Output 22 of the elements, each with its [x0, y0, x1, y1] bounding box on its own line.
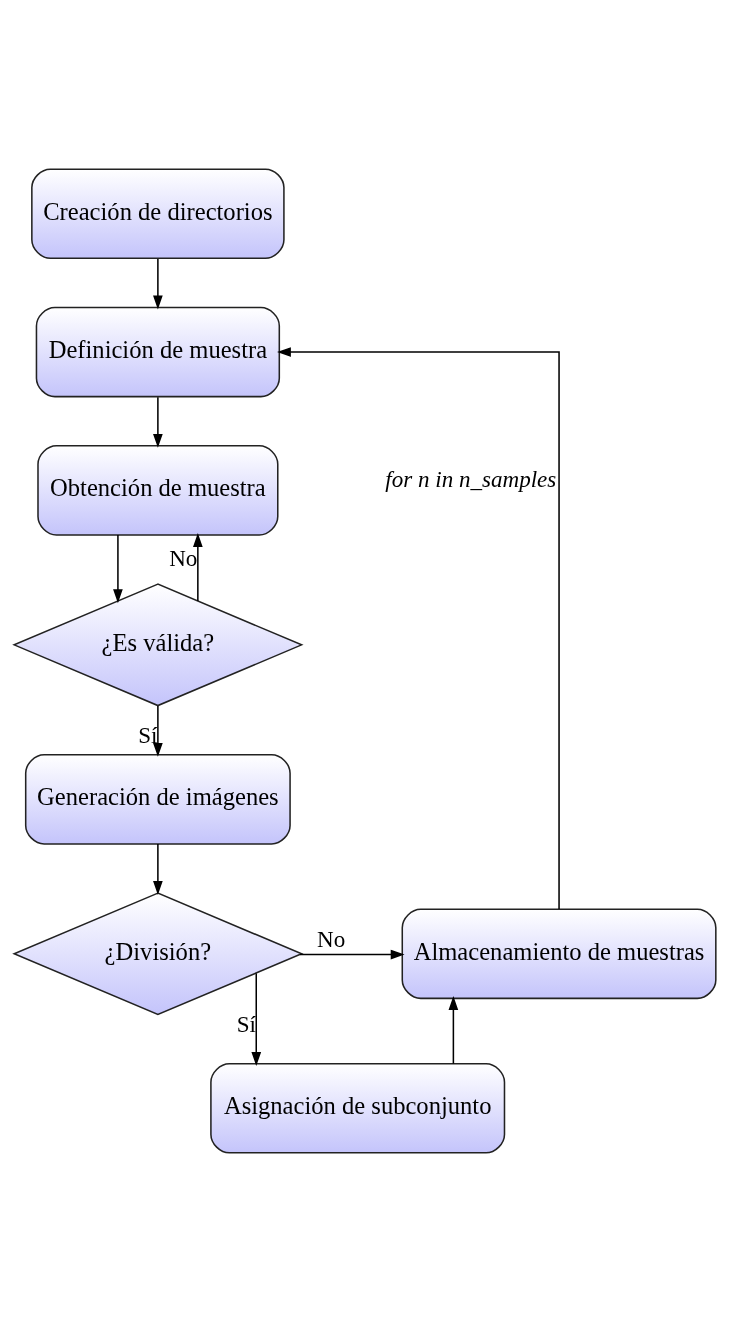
arrow — [153, 258, 163, 310]
arrow — [113, 534, 123, 604]
edge-label: No — [316, 925, 346, 952]
node-box: Obtención de muestra — [37, 445, 279, 536]
arrow — [153, 396, 163, 448]
arrow — [153, 843, 163, 895]
node-box: Asignación de subconjunto — [210, 1062, 506, 1154]
arrow — [153, 705, 163, 757]
node-box: Definición de muestra — [35, 306, 281, 398]
node-box: Generación de imágenes — [24, 754, 291, 845]
node-diamond: ¿Es válida? — [12, 583, 304, 707]
edge-label: for n in n_samples — [385, 465, 557, 492]
arrow — [251, 972, 262, 1066]
arrow — [299, 949, 405, 960]
arrow — [448, 996, 459, 1065]
node-box: Almacenamiento de muestras — [401, 908, 717, 1000]
arrow — [277, 347, 560, 910]
edge-label: No — [169, 544, 198, 571]
node-box: Creación de directorios — [31, 168, 285, 260]
arrow — [193, 533, 203, 602]
node-diamond: ¿División? — [12, 892, 304, 1016]
edge-label: Sí — [138, 722, 158, 749]
